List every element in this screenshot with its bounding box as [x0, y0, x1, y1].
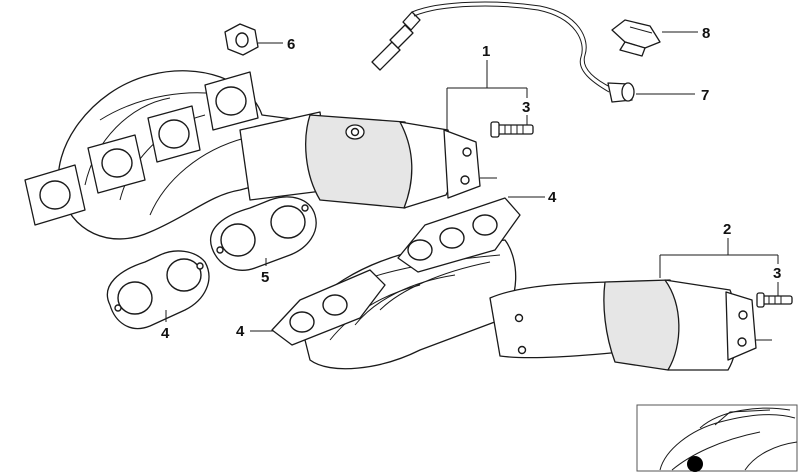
callout-labels: 1 2 3 3 4 4 4 5 6 7 8 — [161, 25, 781, 342]
bolt-lower — [756, 292, 793, 308]
callout-3-lower: 3 — [773, 265, 781, 282]
location-marker-icon — [687, 456, 703, 472]
callout-4-middle: 4 — [236, 323, 245, 340]
vehicle-location-inset — [636, 404, 798, 472]
gasket-upper — [397, 197, 521, 273]
gasket-left — [106, 250, 210, 330]
gasket-middle — [271, 269, 386, 346]
callout-7: 7 — [701, 87, 709, 104]
callout-2: 2 — [723, 221, 731, 238]
callout-3-upper: 3 — [522, 99, 530, 116]
leader-lines — [165, 31, 779, 332]
callout-4-left: 4 — [161, 325, 170, 342]
callout-6: 6 — [287, 36, 295, 53]
callout-5: 5 — [261, 269, 269, 286]
callout-8: 8 — [702, 25, 710, 42]
callout-4-upper: 4 — [548, 189, 557, 206]
oxygen-sensor — [371, 1, 635, 103]
cable-clip — [611, 19, 661, 57]
callout-1: 1 — [482, 43, 490, 60]
exhaust-manifold-rear — [299, 239, 772, 371]
bolt-upper — [490, 121, 534, 138]
exhaust-manifold-front — [24, 70, 497, 240]
nut — [224, 23, 259, 56]
gasket-center — [209, 196, 317, 271]
